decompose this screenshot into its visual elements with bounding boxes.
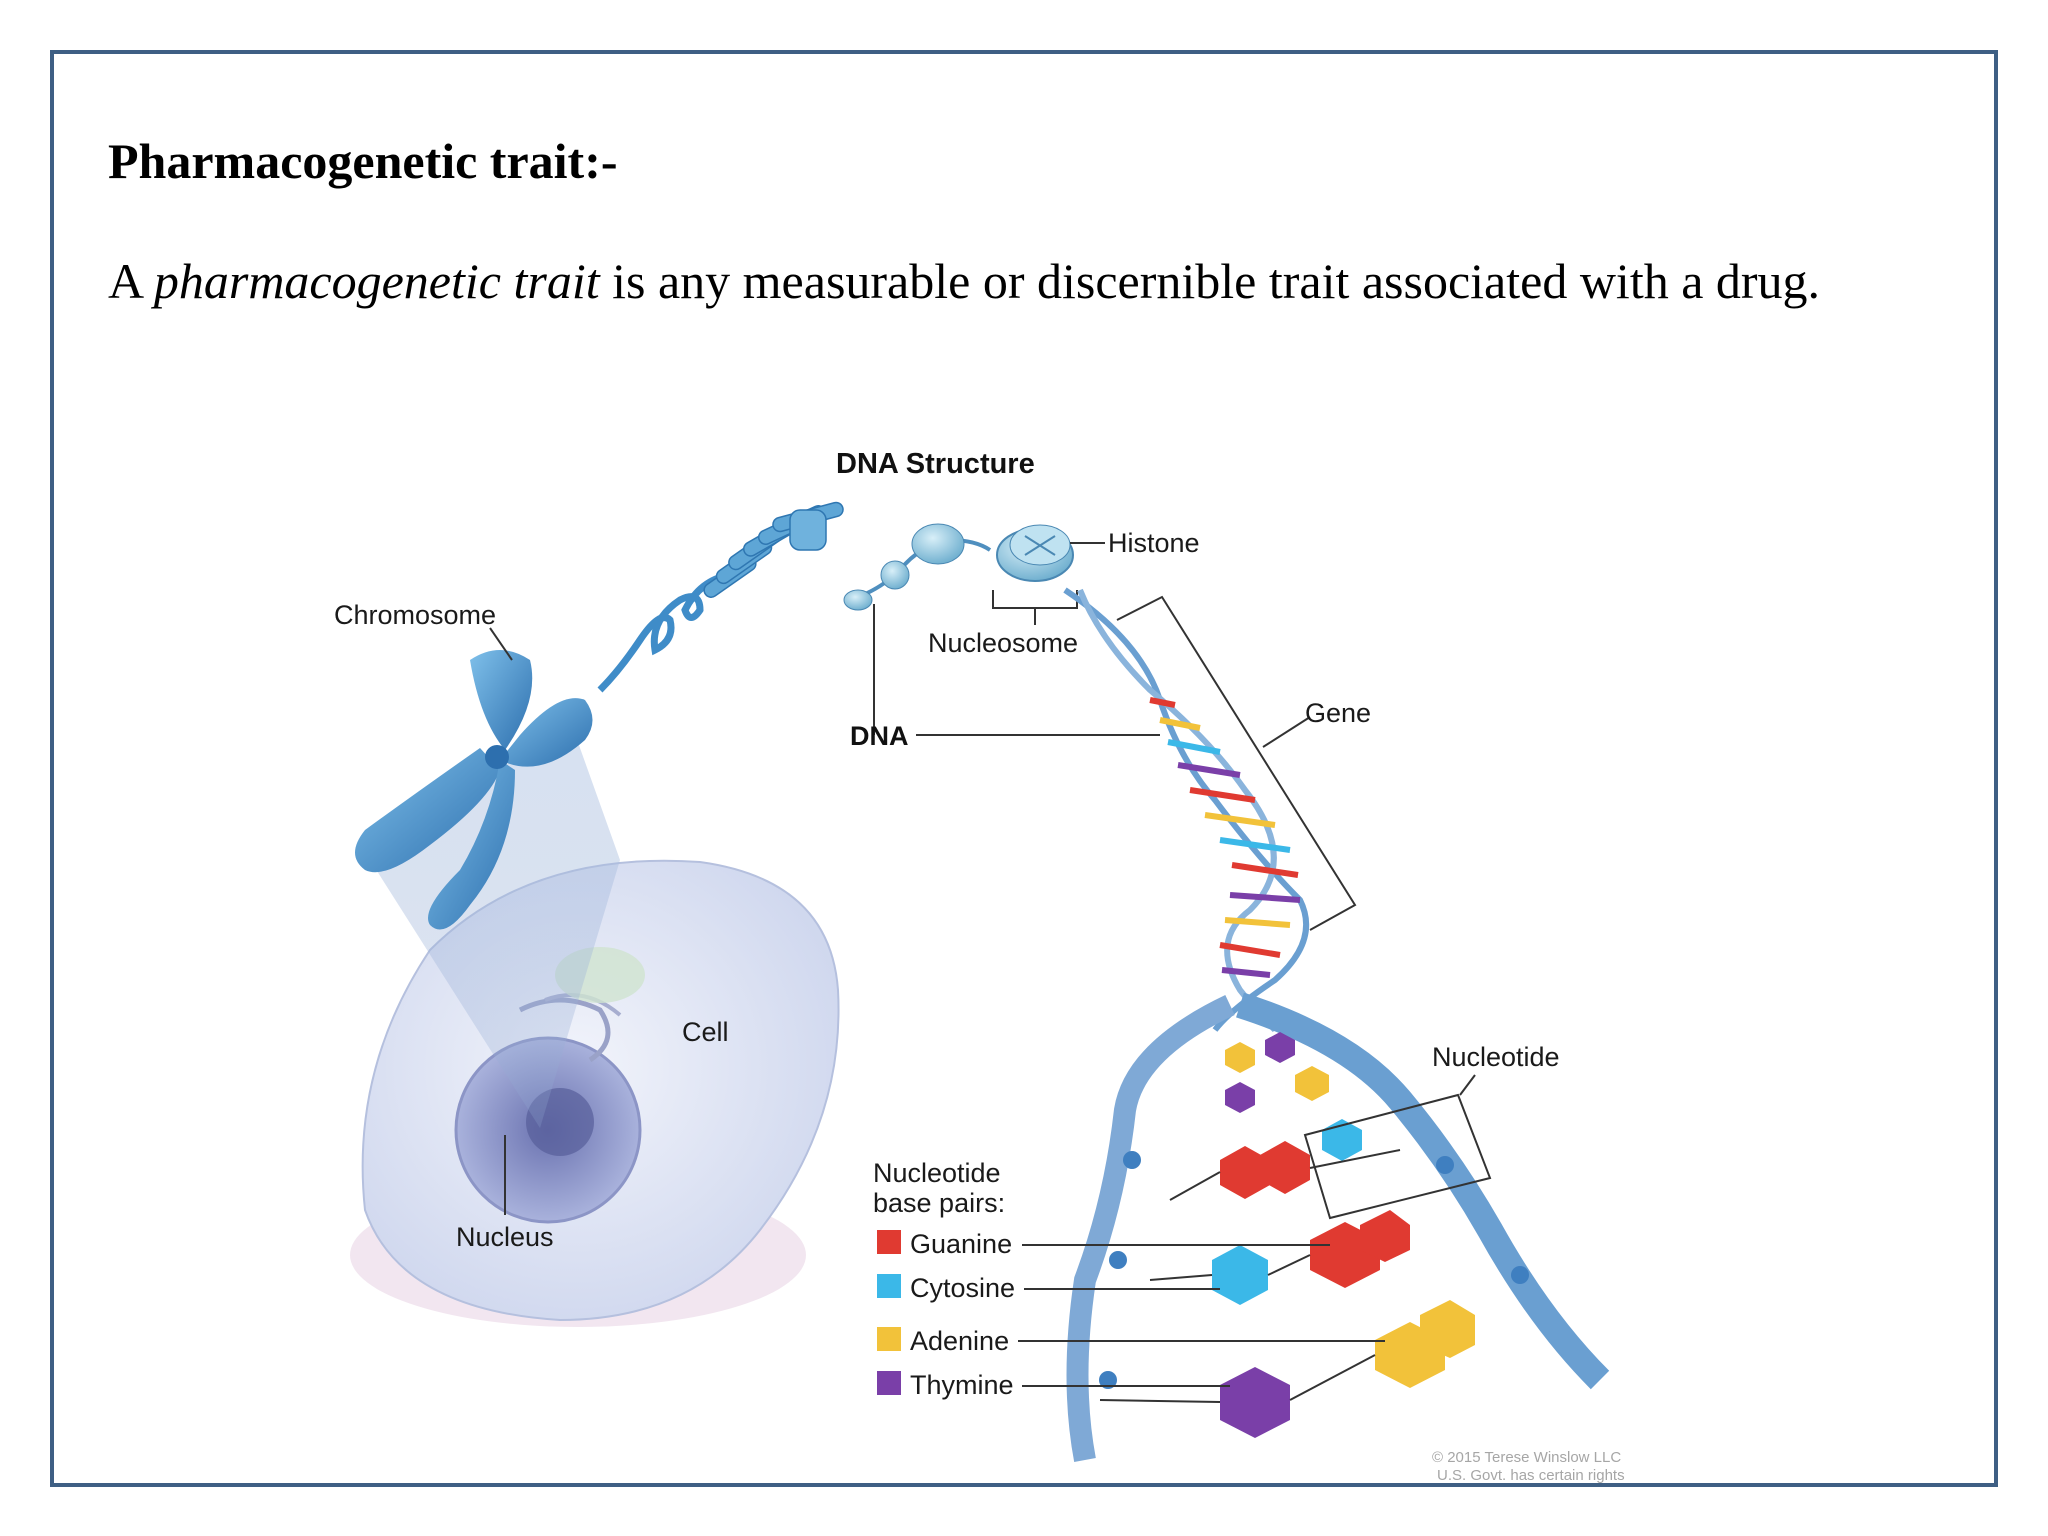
definition-term: pharmacogenetic trait bbox=[153, 253, 600, 309]
dna-label: DNA bbox=[850, 721, 909, 751]
legend-swatch-guanine bbox=[877, 1230, 901, 1254]
credit-line2: U.S. Govt. has certain rights bbox=[1437, 1467, 1625, 1484]
legend-swatch-thymine bbox=[877, 1371, 901, 1395]
enlarged-dna-ladder bbox=[1066, 992, 1610, 1463]
nucleus-label: Nucleus bbox=[456, 1222, 554, 1252]
diagram-title: DNA Structure bbox=[836, 448, 1035, 480]
chromosome-illustration bbox=[355, 650, 593, 930]
chromatin-fiber bbox=[597, 571, 731, 693]
nucleotide-box bbox=[1303, 1093, 1492, 1220]
base-pair-legend: Nucleotide base pairs: Guanine Cytosine … bbox=[873, 1158, 1385, 1400]
chromosome-label: Chromosome bbox=[334, 600, 496, 630]
nucleosome-label: Nucleosome bbox=[928, 628, 1078, 658]
definition-rest: is any measurable or discernible trait a… bbox=[612, 253, 1821, 309]
definition-article: A bbox=[108, 253, 142, 309]
legend-swatch-adenine bbox=[877, 1327, 901, 1351]
credit-line1: © 2015 Terese Winslow LLC bbox=[1432, 1449, 1621, 1466]
cell-illustration bbox=[350, 859, 840, 1327]
slide-heading: Pharmacogenetic trait:- bbox=[108, 133, 618, 189]
nucleosome-group bbox=[843, 523, 1074, 611]
legend-title-line2: base pairs: bbox=[873, 1188, 1005, 1218]
legend-label-guanine: Guanine bbox=[910, 1229, 1012, 1259]
legend-label-cytosine: Cytosine bbox=[910, 1273, 1015, 1303]
legend-title-line1: Nucleotide bbox=[873, 1158, 1001, 1188]
gene-bracket bbox=[1116, 595, 1357, 931]
cell-label: Cell bbox=[682, 1017, 729, 1047]
thin-double-helix bbox=[1063, 587, 1310, 1033]
nucleotide-label: Nucleotide bbox=[1432, 1042, 1560, 1072]
chromatin-coils bbox=[703, 501, 844, 598]
legend-label-thymine: Thymine bbox=[910, 1370, 1014, 1400]
gene-label: Gene bbox=[1305, 698, 1371, 728]
definition-text: A pharmacogenetic trait is any measurabl… bbox=[108, 252, 1820, 310]
histone-label: Histone bbox=[1108, 528, 1200, 558]
legend-swatch-cytosine bbox=[877, 1274, 901, 1298]
legend-label-adenine: Adenine bbox=[910, 1326, 1009, 1356]
